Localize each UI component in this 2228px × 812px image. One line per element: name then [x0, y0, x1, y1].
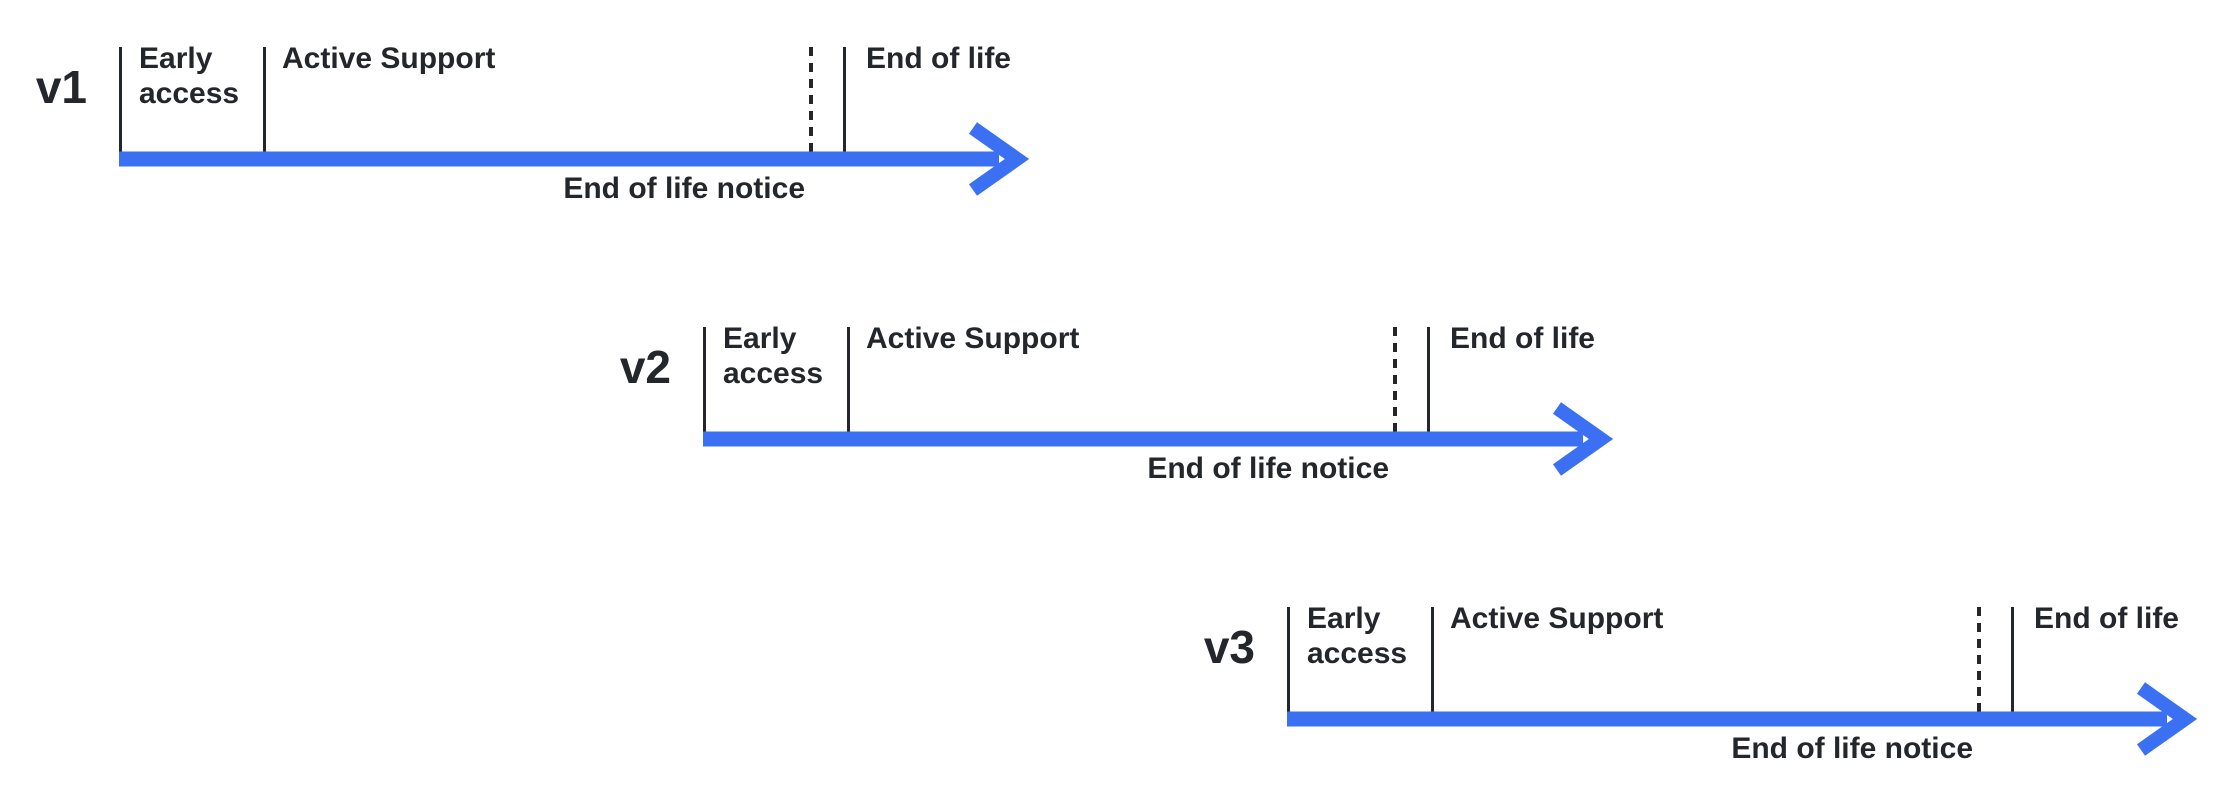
timeline-arrow-icon: [703, 402, 1614, 476]
active-support-start-tick: [263, 47, 266, 152]
end-of-life-notice-label: End of life notice: [1147, 452, 1389, 485]
end-of-life-label: End of life: [1450, 322, 1595, 355]
active-support-label: Active Support: [1450, 602, 1664, 635]
early-access-start-tick: [1287, 607, 1290, 712]
end-of-life-label: End of life: [866, 42, 1011, 75]
early-access-label: Early access: [139, 42, 240, 110]
end-of-life-notice-dashed-tick: [1393, 327, 1397, 432]
active-support-start-tick: [847, 327, 850, 432]
timeline-v1: v1 Early access Active Support End of li…: [36, 42, 1059, 247]
end-of-life-tick: [1427, 327, 1430, 432]
active-support-label: Active Support: [866, 322, 1080, 355]
end-of-life-label: End of life: [2034, 602, 2179, 635]
version-label: v1: [35, 61, 87, 113]
active-support-label: Active Support: [282, 42, 496, 75]
early-access-start-tick: [119, 47, 122, 152]
end-of-life-tick: [843, 47, 846, 152]
timeline-arrow-icon: [119, 122, 1030, 196]
timeline-v2: v2 Early access Active Support End of li…: [620, 322, 1643, 527]
timeline-v3: v3 Early access Active Support End of li…: [1204, 602, 2227, 807]
timeline-arrow-icon: [1287, 682, 2198, 756]
end-of-life-notice-dashed-tick: [809, 47, 813, 152]
early-access-label: Early access: [1307, 602, 1408, 670]
active-support-start-tick: [1431, 607, 1434, 712]
early-access-label: Early access: [723, 322, 824, 390]
version-label: v2: [619, 341, 671, 393]
end-of-life-notice-label: End of life notice: [563, 172, 805, 205]
version-label: v3: [1203, 621, 1255, 673]
end-of-life-notice-label: End of life notice: [1731, 732, 1973, 765]
end-of-life-tick: [2011, 607, 2014, 712]
early-access-start-tick: [703, 327, 706, 432]
end-of-life-notice-dashed-tick: [1977, 607, 1981, 712]
